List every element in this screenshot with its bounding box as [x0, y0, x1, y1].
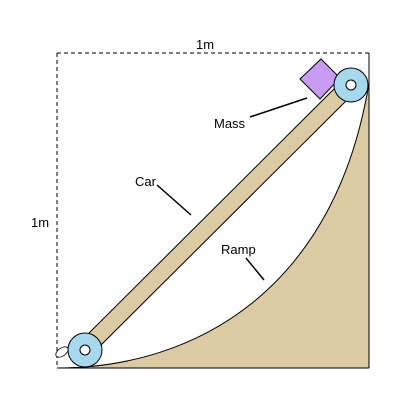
- mass-block: [299, 58, 341, 100]
- ramp-label: Ramp: [221, 242, 256, 257]
- ramp-curve: [56, 82, 370, 369]
- top-wheel: [333, 67, 369, 103]
- bottom-wheel: [67, 332, 103, 368]
- mass-leader-line: [249, 97, 308, 118]
- bottom-wheel-hub: [79, 344, 91, 356]
- width-label: 1m: [196, 37, 214, 52]
- car-label: Car: [135, 174, 157, 189]
- top-wheel-hub: [345, 79, 357, 91]
- car-leader-line: [156, 184, 192, 216]
- mass-label: Mass: [214, 116, 246, 131]
- ramp-leader-line: [245, 257, 265, 281]
- height-label: 1m: [31, 215, 49, 230]
- ramp-shape: [57, 83, 369, 368]
